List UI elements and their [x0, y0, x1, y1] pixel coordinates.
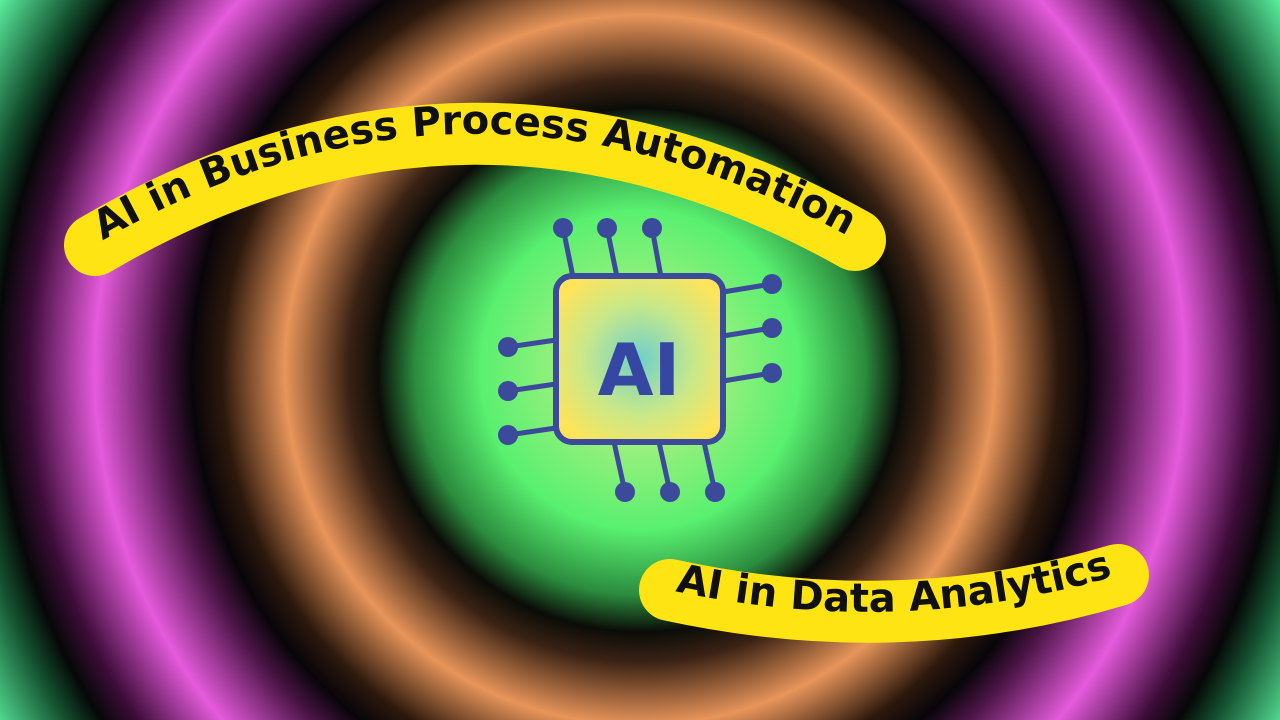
banner-top-text: AI in Business Process Automation [85, 98, 864, 249]
banner-bottom: AI in Data Analytics [639, 542, 1149, 643]
ai-chip-icon [498, 218, 782, 502]
banner-top: AI in Business Process Automation [64, 98, 886, 276]
chip-label: AI [598, 328, 681, 412]
